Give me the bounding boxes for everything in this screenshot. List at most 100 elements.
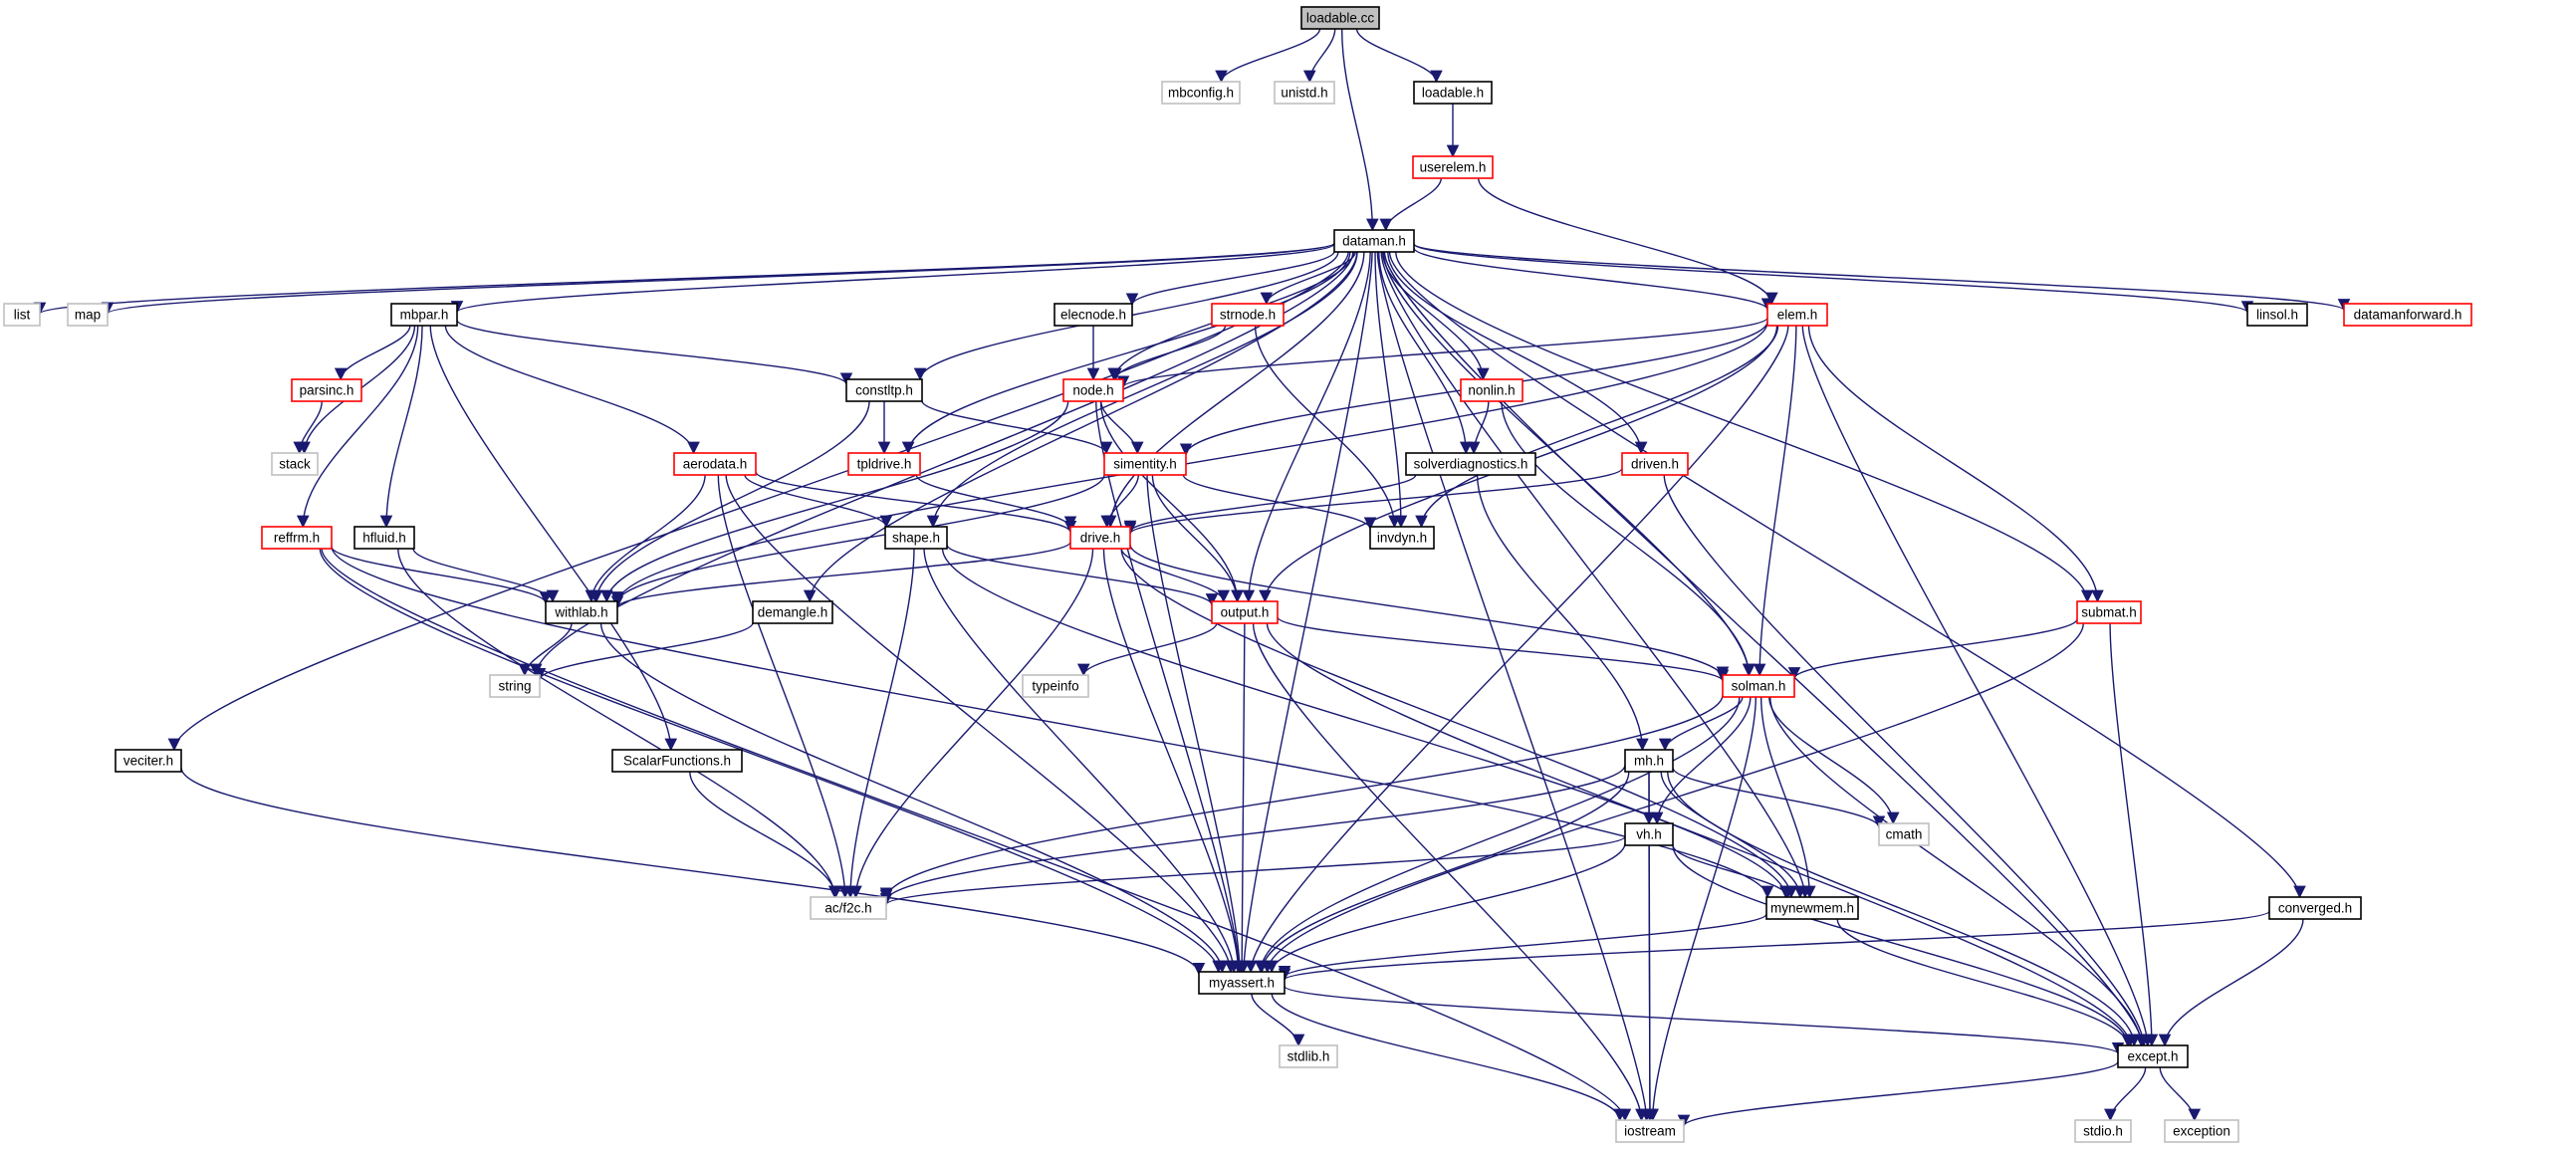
edge-dataman_h-to-solverdiagnostics_h [1378, 251, 1473, 455]
node-dataman-h[interactable]: dataman.h [1333, 229, 1415, 253]
node-invdyn-h[interactable]: invdyn.h [1369, 526, 1435, 550]
node-box [353, 526, 415, 550]
edge-nonlin_h-to-solman_h [1501, 400, 1756, 677]
node-vh-h[interactable]: vh.h [1624, 822, 1674, 846]
node-except-h[interactable]: except.h [2117, 1044, 2189, 1068]
node-shape-h[interactable]: shape.h [884, 526, 948, 550]
node-simentity-h[interactable]: simentity.h [1103, 452, 1187, 476]
node-box [545, 600, 618, 624]
node-hfluid-h[interactable]: hfluid.h [353, 526, 415, 550]
node-userelem-h[interactable]: userelem.h [1412, 155, 1494, 179]
node-constltp-h[interactable]: constltp.h [845, 378, 923, 402]
node-box [2074, 1119, 2132, 1143]
node-string: string [489, 674, 541, 698]
edge-myassert_h-to-iostream [1271, 993, 1626, 1122]
edge-dataman_h-to-output_h [1242, 251, 1371, 603]
node-aerodata-h[interactable]: aerodata.h [673, 452, 757, 476]
edge-vh_h-to-mynewmem_h [1672, 844, 1794, 899]
node-label: output.h [1221, 605, 1270, 620]
node-elecnode-h[interactable]: elecnode.h [1054, 303, 1133, 327]
edge-userelem_h-to-elem_h [1478, 177, 1778, 306]
node-label: hfluid.h [362, 531, 406, 546]
node-tpldrive-h[interactable]: tpldrive.h [847, 452, 921, 476]
edge-node_h-to-simentity_h [1100, 400, 1144, 455]
node-box [1103, 452, 1187, 476]
node-box [1279, 1044, 1338, 1068]
edge-vh_h-to-ac_f2c_h [880, 835, 1626, 906]
node-mbconfig-h: mbconfig.h [1161, 81, 1241, 105]
node-strnode-h[interactable]: strnode.h [1211, 303, 1285, 327]
edge-dataman_h-to-list [34, 242, 1335, 316]
node-label: nonlin.h [1468, 383, 1515, 398]
edge-driven_h-to-except_h [1663, 474, 2150, 1047]
node-loadable-cc[interactable]: loadable.cc [1300, 6, 1380, 30]
node-nonlin-h[interactable]: nonlin.h [1460, 378, 1523, 402]
node-driven-h[interactable]: driven.h [1621, 452, 1689, 476]
edge-drive_h-to-output_h [1120, 548, 1230, 603]
node-node-h[interactable]: node.h [1062, 378, 1124, 402]
edge-strnode_h-to-node_h [1109, 325, 1227, 381]
node-label: simentity.h [1113, 457, 1177, 472]
edge-dataman_h-to-linsol_h [1413, 243, 2253, 314]
edge-mynewmem_h-to-except_h [1836, 918, 2134, 1047]
edge-aerodata_h-to-withlab_h [585, 474, 706, 603]
node-submat-h[interactable]: submat.h [2076, 600, 2142, 624]
edge-dataman_h-to-converged_h [1388, 251, 2306, 899]
edge-solman_h-to-mynewmem_h [1759, 696, 1816, 899]
node-withlab-h[interactable]: withlab.h [545, 600, 618, 624]
node-elem-h[interactable]: elem.h [1766, 303, 1828, 327]
node-solman-h[interactable]: solman.h [1722, 674, 1795, 698]
node-label: invdyn.h [1377, 531, 1427, 546]
edge-shape_h-to-output_h [946, 544, 1219, 606]
node-mh-h[interactable]: mh.h [1624, 749, 1674, 773]
node-box [1412, 155, 1494, 179]
node-parsinc-h[interactable]: parsinc.h [291, 378, 362, 402]
edge-myassert_h-to-stdlib_h [1251, 993, 1305, 1047]
node-label: solverdiagnostics.h [1414, 457, 1528, 472]
edge-mh_h-to-ac_f2c_h [879, 765, 1626, 903]
node-box [390, 303, 458, 327]
node-loadable-h[interactable]: loadable.h [1413, 81, 1493, 105]
node-label: linsol.h [2256, 308, 2298, 323]
edge-solman_h-to-ac_f2c_h [879, 694, 1724, 900]
node-mbpar-h[interactable]: mbpar.h [390, 303, 458, 327]
node-label: stdlib.h [1288, 1049, 1330, 1064]
node-box [1161, 81, 1241, 105]
node-datamanforward-h[interactable]: datamanforward.h [2343, 303, 2472, 327]
node-veciter-h[interactable]: veciter.h [115, 749, 182, 773]
node-mynewmem-h[interactable]: mynewmem.h [1765, 896, 1859, 920]
node-label: loadable.h [1422, 86, 1484, 101]
edge-dataman_h-to-submat_h [1395, 251, 2094, 603]
node-label: dataman.h [1342, 234, 1406, 249]
node-ac-f2c-h: ac/f2c.h [810, 896, 887, 920]
node-solverdiagnostics-h[interactable]: solverdiagnostics.h [1405, 452, 1536, 476]
edge-submat_h-to-except_h [2109, 622, 2159, 1047]
node-cmath: cmath [1878, 822, 1930, 846]
edge-elem_h-to-myassert_h [1244, 325, 1789, 974]
node-converged-h[interactable]: converged.h [2268, 896, 2362, 920]
edge-output_h-to-solman_h [1277, 616, 1730, 683]
node-drive-h[interactable]: drive.h [1069, 526, 1131, 550]
node-reffrm-h[interactable]: reffrm.h [261, 526, 333, 550]
node-myassert-h[interactable]: myassert.h [1198, 971, 1286, 995]
node-label: shape.h [892, 531, 940, 546]
node-output-h[interactable]: output.h [1211, 600, 1279, 624]
edge-mynewmem_h-to-myassert_h [1278, 913, 1767, 979]
edge-aerodata_h-to-myassert_h [725, 474, 1238, 974]
edge-loadable_cc-to-unistd_h [1302, 28, 1336, 84]
edge-elem_h-to-solman_h [1753, 325, 1797, 677]
node-scalarfunctions-h[interactable]: ScalarFunctions.h [611, 749, 743, 773]
edge-solman_h-to-iostream [1646, 696, 1757, 1122]
edge-aerodata_h-to-shape_h [744, 474, 893, 529]
edge-mbpar_h-to-parsinc_h [334, 325, 411, 381]
node-linsol-h[interactable]: linsol.h [2246, 303, 2308, 327]
edge-mbpar_h-to-aerodata_h [444, 325, 700, 455]
edge-drive_h-to-myassert_h [1102, 548, 1245, 974]
node-label: demangle.h [758, 605, 828, 620]
edge-simentity_h-to-withlab_h [610, 474, 1105, 604]
node-demangle-h[interactable]: demangle.h [752, 600, 833, 624]
edge-except_h-to-exception [2159, 1066, 2202, 1122]
edge-converged_h-to-myassert_h [1279, 910, 2270, 982]
node-label: converged.h [2278, 901, 2352, 916]
